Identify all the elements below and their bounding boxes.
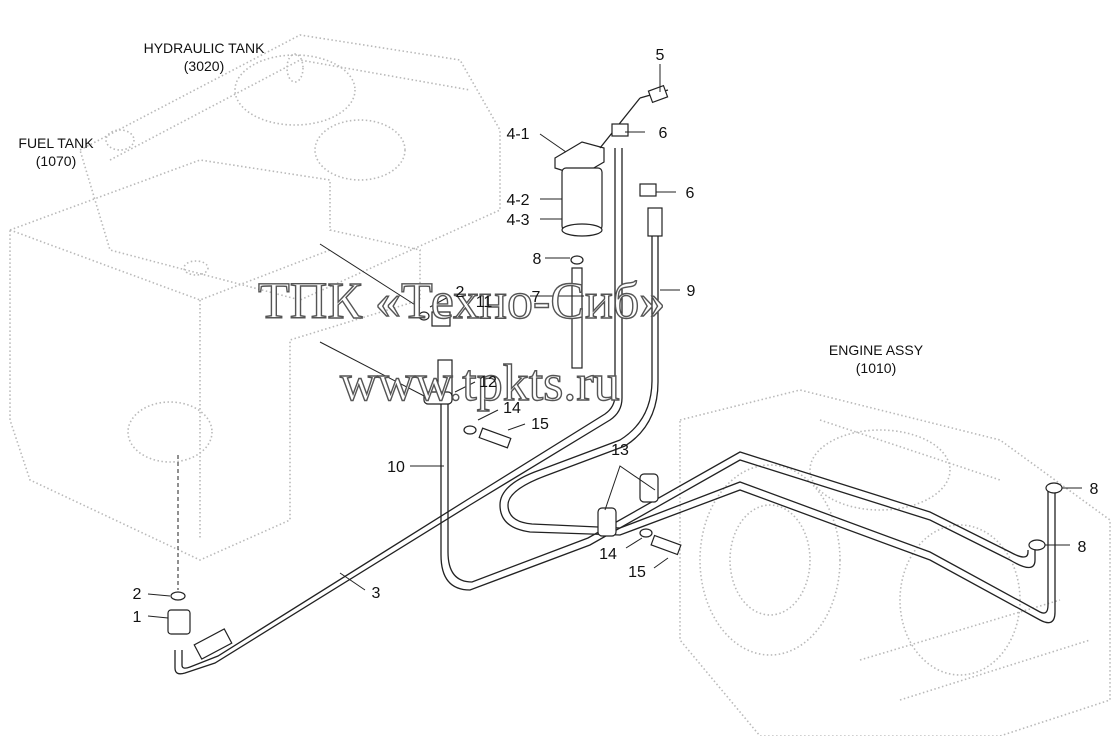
- callout-8-right-bottom: 8: [1078, 539, 1087, 556]
- callout-6-mid: 6: [686, 185, 695, 202]
- fuel-line-7: [571, 267, 583, 369]
- fuel-tank-title: FUEL TANK: [18, 135, 94, 151]
- engine-assy-code: (1010): [856, 360, 896, 376]
- watermark-line1: ТПК «Техно-Сиб»: [258, 273, 665, 330]
- callout-4-3: 4-3: [506, 212, 529, 229]
- hydraulic-tank-outline: [79, 34, 501, 301]
- fuel-filter-assembly: [423, 84, 669, 405]
- fuel-line-9: [499, 207, 1056, 624]
- callout-6-top: 6: [659, 125, 668, 142]
- callout-3: 3: [372, 585, 381, 602]
- callout-14-bottom: 14: [599, 546, 617, 563]
- fuel-tank-code: (1070): [36, 153, 76, 169]
- callout-7: 7: [532, 289, 541, 306]
- callout-14-top: 14: [503, 400, 521, 417]
- callout-15-top: 15: [531, 416, 549, 433]
- hydraulic-tank-title: HYDRAULIC TANK: [144, 40, 266, 56]
- callout-9: 9: [687, 283, 696, 300]
- watermark-line2: www.tpkts.ru: [340, 355, 620, 412]
- callout-2-top: 2: [456, 284, 465, 301]
- callout-4-2: 4-2: [506, 192, 529, 209]
- callout-2-bottom: 2: [133, 586, 142, 603]
- callout-4-1: 4-1: [506, 126, 529, 143]
- engine-assy-outline: [679, 389, 1111, 736]
- hydraulic-tank-code: (3020): [184, 58, 224, 74]
- engine-assy-title: ENGINE ASSY: [829, 342, 924, 358]
- clamp-assembly-13: [418, 311, 682, 556]
- fuel-tank-outline: [9, 159, 421, 561]
- callout-8-right-top: 8: [1090, 481, 1099, 498]
- callout-10: 10: [387, 459, 405, 476]
- fuel-line-3: [174, 148, 623, 675]
- leader-lines: [147, 64, 1082, 619]
- fittings: [167, 455, 1063, 635]
- callout-15-bottom: 15: [628, 564, 646, 581]
- callout-13: 13: [611, 442, 629, 459]
- callout-12: 12: [479, 374, 497, 391]
- callout-5: 5: [656, 47, 665, 64]
- callout-1: 1: [133, 609, 142, 626]
- callout-8-filter: 8: [533, 251, 542, 268]
- fuel-line-10: [437, 359, 1036, 591]
- callout-11: 11: [476, 294, 493, 311]
